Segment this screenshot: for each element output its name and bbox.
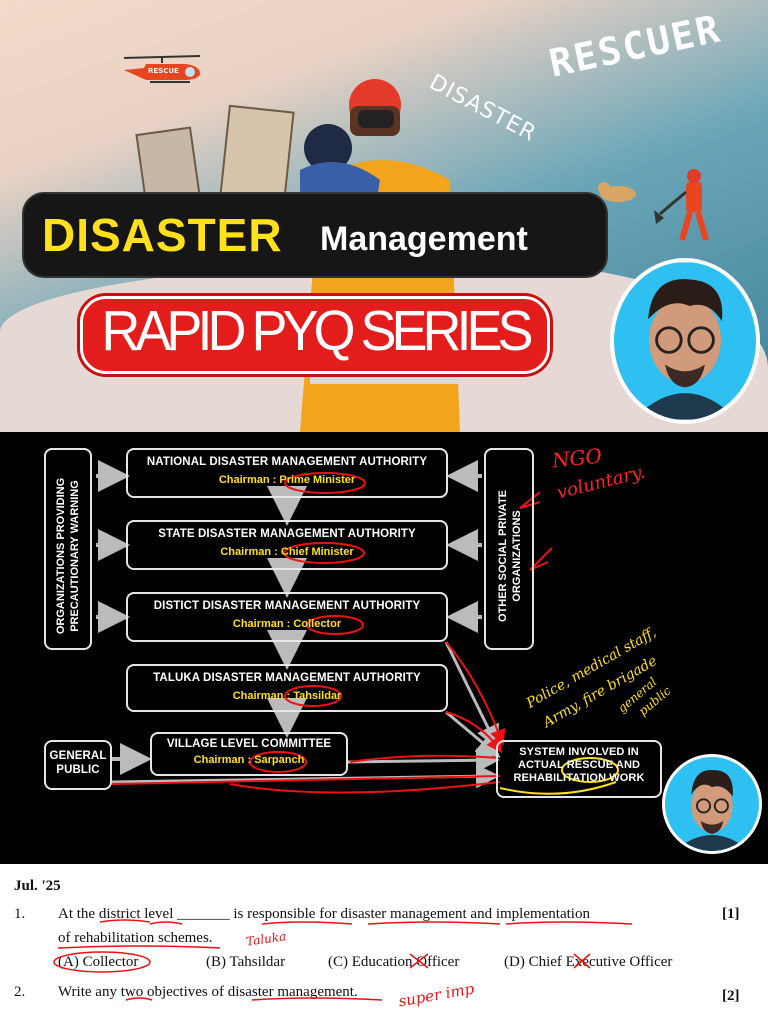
precautionary-warning-panel — [44, 448, 92, 650]
presenter-avatar-small — [662, 754, 762, 854]
general-public-line: GENERAL — [49, 750, 107, 762]
level-chairman: Chairman : Tahsildar — [128, 690, 446, 702]
series-plate — [80, 296, 550, 374]
chairman-label: Chairman : — [218, 474, 277, 486]
q1-option-a: (A) Collector — [58, 954, 139, 970]
level-title: NATIONAL DISASTER MANAGEMENT AUTHORITY — [146, 456, 428, 468]
system-line: SYSTEM INVOLVED IN — [519, 746, 639, 758]
chairman-value: Chief Minister — [280, 546, 354, 558]
helicopter-label: RESCUE — [148, 67, 179, 75]
state-authority-box: STATE DISASTER MANAGEMENT AUTHORITY Chai… — [126, 520, 448, 570]
rescue-team-illustration — [598, 169, 709, 241]
level-title: STATE DISASTER MANAGEMENT AUTHORITY — [158, 528, 416, 540]
chairman-label: Chairman : — [220, 546, 278, 558]
chairman-value: Sarpanch — [254, 754, 305, 766]
sheet-annotations — [53, 919, 633, 1001]
q1-marks: [1] — [722, 906, 740, 922]
chairman-label: Chairman : — [232, 618, 291, 630]
chairman-value: Tahsildar — [293, 690, 342, 702]
chart-connectors — [96, 460, 619, 795]
disaster-management-structure-chart: ORGANIZATIONS PROVIDING PRECAUTIONARY WA… — [0, 432, 768, 864]
chairman-label: Chairman : — [232, 690, 291, 702]
chairman-value: Prime Minister — [279, 474, 356, 486]
general-public-line: PUBLIC — [56, 764, 100, 776]
title-main: DISASTER — [42, 209, 283, 261]
rescue-system-box: SYSTEM INVOLVED IN ACTUAL RESCUE AND REH… — [496, 740, 662, 798]
level-chairman: Chairman : Sarpanch — [152, 754, 346, 766]
level-chairman: Chairman : Prime Minister — [128, 474, 446, 486]
social-organizations-label: OTHER SOCIAL PRIVATE ORGANIZATIONS — [497, 490, 523, 623]
series-title: RAPID PYQ SERIES — [101, 299, 533, 363]
system-line: REHABILITATION WORK — [513, 772, 645, 784]
thumbnail-banner: RESCUE RESCUER DISASTER DISASTER Managem… — [0, 0, 768, 432]
title-sub: Management — [320, 220, 528, 258]
q1-option-d: (D) Chief Executive Officer — [504, 954, 673, 970]
precautionary-warning-label: ORGANIZATIONS PROVIDING PRECAUTIONARY WA… — [55, 477, 81, 635]
q2-marks: [2] — [722, 988, 740, 1004]
question-sheet: Jul. '25 1. At the district level ______… — [0, 864, 768, 1024]
presenter-avatar — [610, 258, 760, 424]
q1-option-b: (B) Tahsildar — [206, 954, 286, 970]
national-authority-box: NATIONAL DISASTER MANAGEMENT AUTHORITY C… — [126, 448, 448, 498]
level-title: TALUKA DISASTER MANAGEMENT AUTHORITY — [153, 672, 421, 684]
taluka-authority-box: TALUKA DISASTER MANAGEMENT AUTHORITY Cha… — [126, 664, 448, 712]
title-plate — [22, 192, 608, 278]
level-chairman: Chairman : Collector — [128, 618, 446, 630]
rescue-helicopter-icon — [123, 55, 201, 83]
level-title: VILLAGE LEVEL COMMITTEE — [166, 738, 332, 750]
system-line: ACTUAL RESCUE AND — [517, 759, 641, 771]
q1-text-line2: of rehabilitation schemes. — [58, 930, 213, 946]
q2-text: Write any two objectives of disaster man… — [58, 984, 358, 1000]
general-public-box: GENERAL PUBLIC — [44, 740, 112, 790]
social-organizations-panel — [484, 448, 534, 650]
q1-number: 1. — [14, 906, 26, 922]
rescuer-tag: RESCUER — [545, 6, 725, 86]
district-authority-box: DISTICT DISASTER MANAGEMENT AUTHORITY Ch… — [126, 592, 448, 642]
question-date: Jul. '25 — [14, 878, 61, 894]
chairman-value: Collector — [293, 618, 342, 630]
level-title: DISTICT DISASTER MANAGEMENT AUTHORITY — [153, 600, 421, 612]
q1-text-line1: At the district level _______ is respons… — [58, 906, 590, 922]
level-chairman: Chairman : Chief Minister — [128, 546, 446, 558]
chairman-label: Chairman : — [193, 754, 252, 766]
q2-number: 2. — [14, 984, 26, 1000]
village-committee-box: VILLAGE LEVEL COMMITTEE Chairman : Sarpa… — [150, 732, 348, 776]
